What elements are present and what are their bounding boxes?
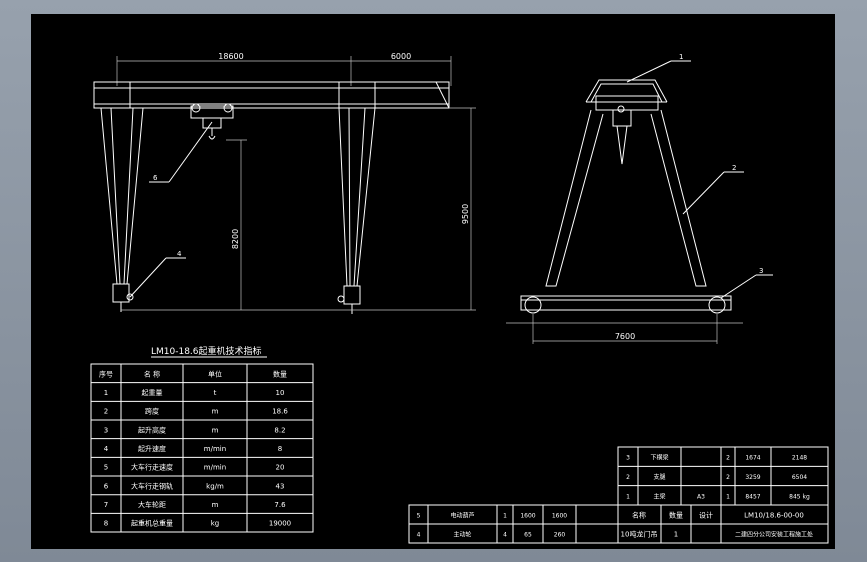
spec-cell: m/min bbox=[204, 464, 226, 472]
tb-drawing-no: LM10/18.6-00-00 bbox=[744, 512, 804, 520]
spec-cell: 跨度 bbox=[145, 407, 159, 416]
tb-product-qty: 1 bbox=[674, 531, 678, 539]
spec-cell: 2 bbox=[104, 408, 108, 416]
tb-design-label: 设计 bbox=[699, 511, 713, 520]
front-view: 18600 6000 bbox=[93, 52, 476, 314]
spec-cell: 起升高度 bbox=[138, 425, 166, 434]
motor-cell: 主动轮 bbox=[453, 531, 471, 539]
spec-cell: 大车行走钢轨 bbox=[131, 481, 173, 490]
spec-cell: 20 bbox=[276, 464, 285, 472]
dim-base: 7600 bbox=[615, 332, 635, 341]
part-cell: 下横梁 bbox=[650, 454, 668, 462]
spec-cell: 8 bbox=[278, 445, 282, 453]
callout-4: 4 bbox=[177, 250, 182, 258]
spec-header: 名 称 bbox=[144, 369, 160, 378]
spec-cell: 4 bbox=[104, 445, 109, 453]
motor-cell: 1600 bbox=[552, 513, 567, 520]
dim-height: 9500 bbox=[461, 204, 470, 224]
spec-cell: 8 bbox=[104, 520, 108, 528]
spec-cell: 7.6 bbox=[274, 501, 286, 509]
top-frame bbox=[585, 79, 668, 103]
part-cell: 1 bbox=[626, 493, 630, 500]
part-cell: 1 bbox=[726, 493, 730, 500]
spec-cell: 大车行走速度 bbox=[131, 463, 173, 472]
spec-table-title: LM10-18.6起重机技术指标 bbox=[151, 345, 262, 357]
part-cell: 3259 bbox=[745, 474, 760, 481]
spec-cell: 7 bbox=[104, 501, 108, 509]
part-cell: 6504 bbox=[792, 474, 807, 481]
motor-cell: 5 bbox=[417, 513, 421, 520]
motor-cell: 1 bbox=[503, 513, 507, 520]
spec-table: LM10-18.6起重机技术指标 序号 名 称 单位 数量 1 起重量 t 10 2 跨度 m 18.… bbox=[90, 345, 314, 533]
motor-cell: 电动葫芦 bbox=[450, 512, 474, 520]
title-block: 3 下横梁 2 1674 2148 2 支腿 2 3259 6504 1 主梁 A3 1 8457 845 k… bbox=[408, 446, 829, 544]
spec-cell: 10 bbox=[276, 389, 285, 397]
part-cell: 2 bbox=[726, 455, 730, 462]
bottom-beam bbox=[520, 295, 732, 311]
spec-header: 单位 bbox=[208, 369, 222, 378]
spec-cell: m bbox=[212, 501, 219, 509]
spec-cell: kg bbox=[211, 520, 220, 528]
side-right-leg bbox=[650, 109, 707, 287]
part-cell: 2 bbox=[726, 474, 730, 481]
spec-cell: 6 bbox=[104, 482, 109, 490]
part-cell: 8457 bbox=[745, 493, 760, 500]
dim-lift: 8200 bbox=[231, 229, 240, 249]
spec-cell: m bbox=[212, 408, 219, 416]
hoist-block bbox=[612, 109, 632, 127]
spec-cell: kg/m bbox=[206, 482, 224, 490]
spec-cell: 起重机总重量 bbox=[131, 519, 173, 528]
side-view: 7600 1 2 3 bbox=[506, 53, 773, 344]
callout-6: 6 bbox=[153, 174, 158, 182]
hoist-trolley bbox=[190, 103, 234, 140]
tb-company: 二建四分公司安装工程施工处 bbox=[735, 531, 813, 539]
spec-header: 序号 bbox=[99, 369, 113, 378]
part-cell: 主梁 bbox=[653, 492, 665, 500]
callout-2: 2 bbox=[732, 164, 736, 172]
part-cell: 2148 bbox=[792, 455, 807, 462]
spec-cell: 43 bbox=[276, 482, 285, 490]
spec-cell: 5 bbox=[104, 464, 108, 472]
part-cell: A3 bbox=[697, 493, 705, 500]
spec-cell: 18.6 bbox=[272, 408, 288, 416]
tb-name-label: 名称 bbox=[632, 511, 646, 520]
tb-product: 10吨龙门吊 bbox=[621, 530, 658, 539]
dim-cantilever: 6000 bbox=[391, 52, 411, 61]
spec-cell: m/min bbox=[204, 445, 226, 453]
side-left-leg bbox=[545, 109, 604, 287]
motor-cell: 260 bbox=[554, 532, 566, 539]
tb-qty-label: 数量 bbox=[669, 511, 683, 520]
part-cell: 2 bbox=[626, 474, 630, 481]
spec-cell: 起升速度 bbox=[138, 444, 166, 453]
spec-cell: 大车轮距 bbox=[138, 500, 166, 509]
callout-3: 3 bbox=[759, 267, 763, 275]
spec-cell: m bbox=[212, 426, 219, 434]
part-cell: 845 kg bbox=[789, 493, 810, 500]
spec-header: 数量 bbox=[273, 369, 287, 378]
drawing-canvas: 18600 6000 bbox=[90, 52, 829, 544]
spec-cell: 8.2 bbox=[274, 426, 285, 434]
right-leg bbox=[337, 107, 376, 314]
part-cell: 3 bbox=[626, 455, 630, 462]
part-cell: 1674 bbox=[745, 455, 760, 462]
spec-cell: t bbox=[214, 389, 217, 397]
drawing-sheet: 18600 6000 bbox=[31, 14, 835, 549]
left-leg bbox=[100, 107, 144, 312]
motor-cell: 4 bbox=[503, 532, 507, 539]
callout-1: 1 bbox=[679, 53, 683, 61]
spec-cell: 1 bbox=[104, 389, 108, 397]
motor-cell: 65 bbox=[524, 532, 532, 539]
spec-cell: 3 bbox=[104, 426, 108, 434]
spec-cell: 起重量 bbox=[142, 389, 163, 397]
part-cell: 支腿 bbox=[653, 473, 665, 481]
motor-cell: 4 bbox=[417, 532, 421, 539]
motor-cell: 1600 bbox=[520, 513, 535, 520]
dim-span: 18600 bbox=[218, 52, 243, 61]
spec-cell: 19000 bbox=[269, 520, 291, 528]
